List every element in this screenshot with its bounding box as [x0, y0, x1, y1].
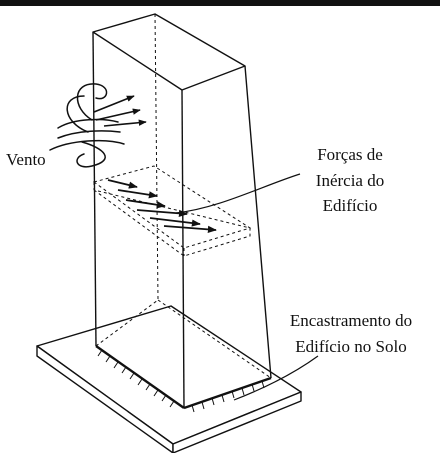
label-inertia-line2: Inércia do: [315, 171, 385, 190]
hidden-edges: [95, 13, 272, 379]
leader-lines: [175, 173, 319, 401]
wind-swirl: [49, 83, 125, 168]
label-fixity-line1: Encastramento do: [289, 311, 413, 330]
ground-slab: [36, 305, 302, 453]
label-inertia-line3: Edifício: [322, 196, 378, 215]
label-fixity-line2: Edifício no Solo: [295, 337, 407, 356]
inertia-arrows: [107, 179, 217, 233]
floor-slab: [92, 165, 252, 257]
inertia-leader-line: [175, 173, 301, 214]
fixity-leader-line: [233, 355, 319, 401]
label-wind: Vento: [6, 150, 46, 169]
base-hatching: [95, 345, 272, 413]
label-inertia-line1: Forças de: [317, 145, 383, 164]
top-border: [0, 0, 440, 6]
wind-arrows: [93, 95, 147, 127]
